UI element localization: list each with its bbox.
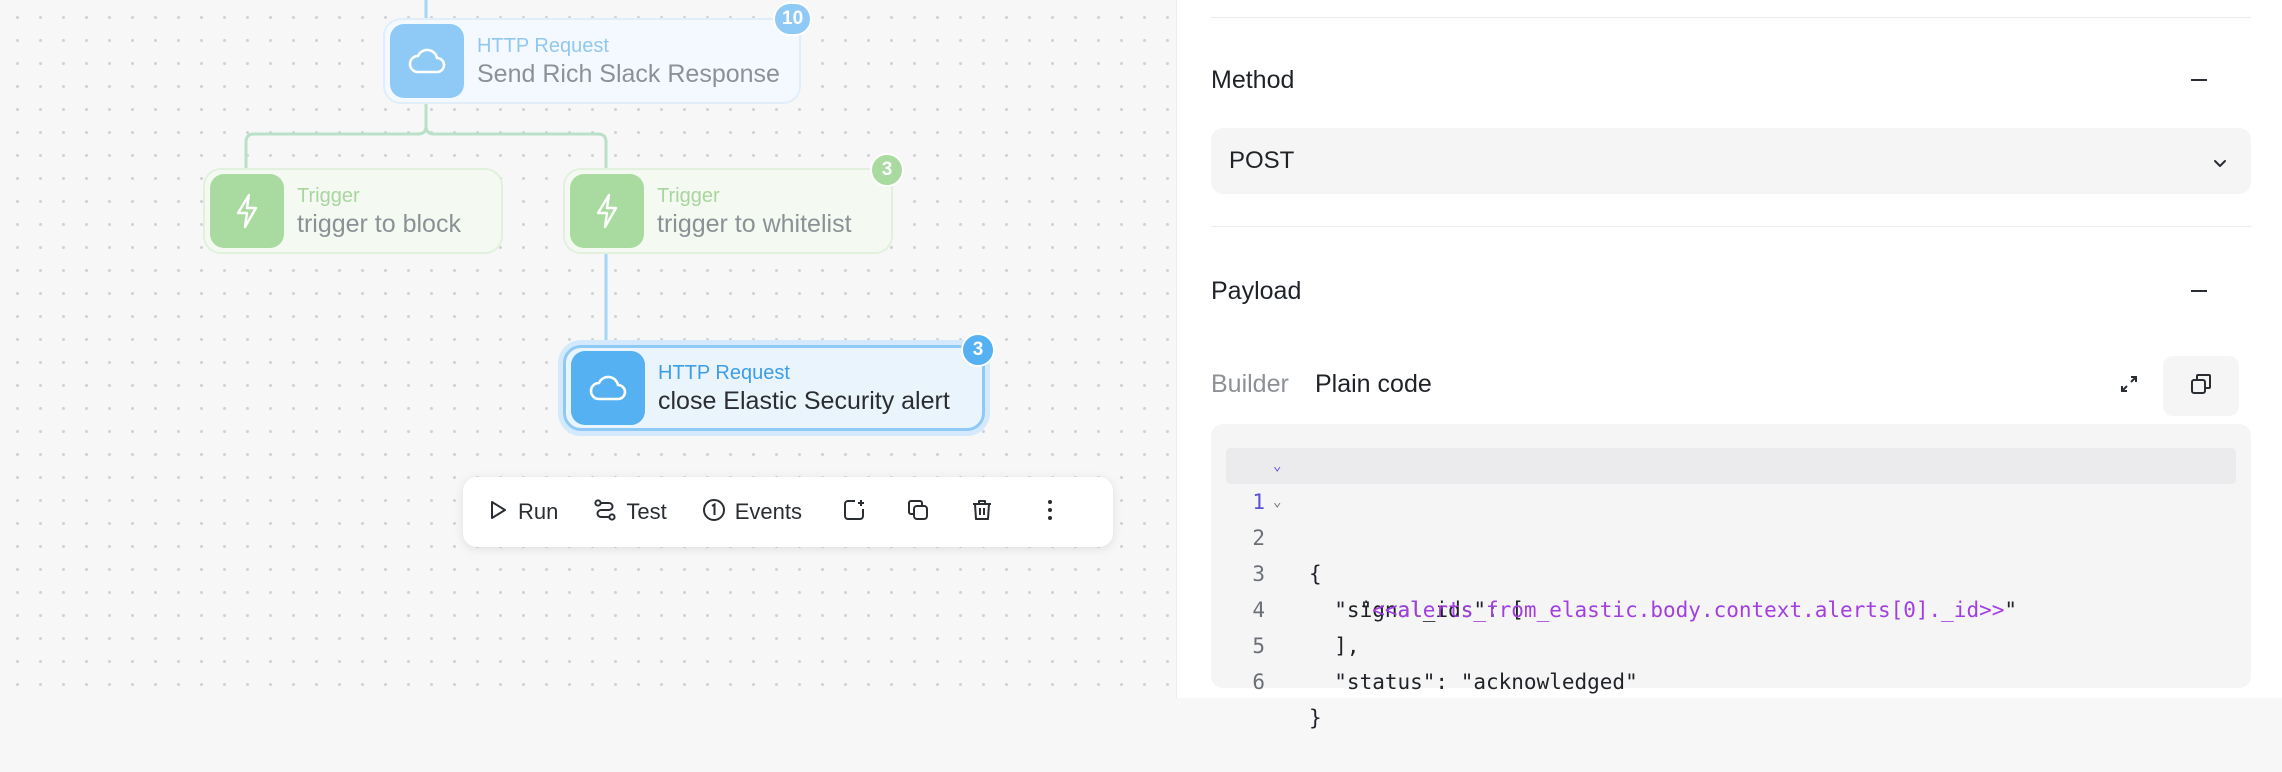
code-line: 6 } [1211,628,2251,730]
cloud-icon [571,351,645,425]
code-text: "signal_ids": [ [1309,598,1524,622]
payload-collapse-button[interactable] [2181,273,2217,309]
add-note-icon [842,498,866,527]
method-collapse-button[interactable] [2181,62,2217,98]
method-select-value: POST [1229,147,1295,174]
tab-plain-code[interactable]: Plain code [1315,370,1432,398]
more-vertical-icon [1047,499,1053,526]
node-type-label: Trigger [657,184,720,207]
node-send-rich-slack-response[interactable]: HTTP Request Send Rich Slack Response [383,18,801,104]
copy-code-button[interactable] [2163,356,2239,416]
add-note-button[interactable] [832,490,876,534]
code-line: 1 ⌄ { [1226,448,2236,586]
line-number: 2 [1252,526,1265,550]
lightning-icon [210,174,284,248]
fold-chevron-icon[interactable]: ⌄ [1273,458,1282,474]
code-string-quote: " [2004,598,2018,622]
edge-slack-to-whitelist [424,103,608,168]
payload-code-editor[interactable]: 1 ⌄ { 2 ⌄ "signal_ids": [ 3 "<<alerts_fr… [1211,424,2251,730]
code-text: { [1309,562,1322,586]
workflow-canvas[interactable]: HTTP Request Send Rich Slack Response 10… [0,0,1176,698]
edge-slack-to-block [244,103,428,168]
duplicate-icon [906,498,930,527]
node-event-count-badge: 3 [961,333,995,367]
minus-icon [2191,290,2207,292]
test-label: Test [626,499,667,524]
line-number: 6 [1252,670,1265,694]
line-number: 3 [1252,562,1265,586]
run-label: Run [518,499,559,524]
play-icon [487,499,509,526]
minus-icon [2191,79,2207,81]
payload-section-title: Payload [1211,277,1302,305]
duplicate-button[interactable] [896,490,940,534]
node-close-elastic-security-alert[interactable]: HTTP Request close Elastic Security aler… [563,345,985,431]
node-trigger-to-block[interactable]: Trigger trigger to block [203,168,503,254]
code-line: 2 ⌄ "signal_ids": [ [1211,484,2251,622]
fold-chevron-icon[interactable]: ⌄ [1273,494,1282,510]
method-section-title: Method [1211,66,1295,94]
code-text: } [1309,706,1322,730]
events-button[interactable]: Events [702,490,802,534]
events-label: Events [734,499,802,524]
node-title: trigger to whitelist [657,209,852,238]
code-line: 3 "<<alerts_from_elastic.body.context.al… [1211,520,2251,622]
line-number: 4 [1252,598,1265,622]
node-event-count-badge: 10 [773,2,813,36]
tab-builder[interactable]: Builder [1211,370,1289,398]
section-divider [1211,17,2251,18]
method-select[interactable]: POST [1211,128,2251,194]
template-variable: <<alerts_from_elastic.body.context.alert… [1372,598,2005,622]
line-number: 1 [1252,490,1265,514]
more-options-button[interactable] [1028,490,1072,534]
node-config-panel: Method POST Payload Builder Plain code 1… [1176,0,2282,730]
node-type-label: Trigger [297,184,360,207]
delete-button[interactable] [960,490,1004,534]
node-action-toolbar: Run Test Events [463,477,1113,547]
events-icon [702,498,726,527]
code-text: "<<alerts_from_elastic.body.context.aler… [1309,592,2017,628]
node-type-label: HTTP Request [658,361,790,384]
code-text: "status": "acknowledged" [1309,670,1638,694]
code-line: 5 "status": "acknowledged" [1211,592,2251,694]
cloud-icon [390,24,464,98]
test-button[interactable]: Test [593,490,667,534]
trash-icon [970,498,994,527]
run-button[interactable]: Run [487,490,558,534]
test-icon [593,498,617,527]
node-event-count-badge: 3 [870,153,904,187]
chevron-down-icon [2213,147,2227,175]
expand-editor-button[interactable] [2107,364,2151,408]
node-title: Send Rich Slack Response [477,59,780,88]
code-text: ], [1309,634,1360,658]
section-divider [1211,226,2251,227]
node-type-label: HTTP Request [477,34,609,57]
node-trigger-to-whitelist[interactable]: Trigger trigger to whitelist [563,168,893,254]
connection-lines [244,0,608,348]
node-title: trigger to block [297,209,461,238]
code-line: 4 ], [1211,556,2251,658]
code-string-quote: " [1309,598,1373,622]
expand-icon [2119,374,2139,399]
line-number: 5 [1252,634,1265,658]
lightning-icon [570,174,644,248]
copy-icon [2189,372,2213,401]
node-title: close Elastic Security alert [658,386,950,415]
